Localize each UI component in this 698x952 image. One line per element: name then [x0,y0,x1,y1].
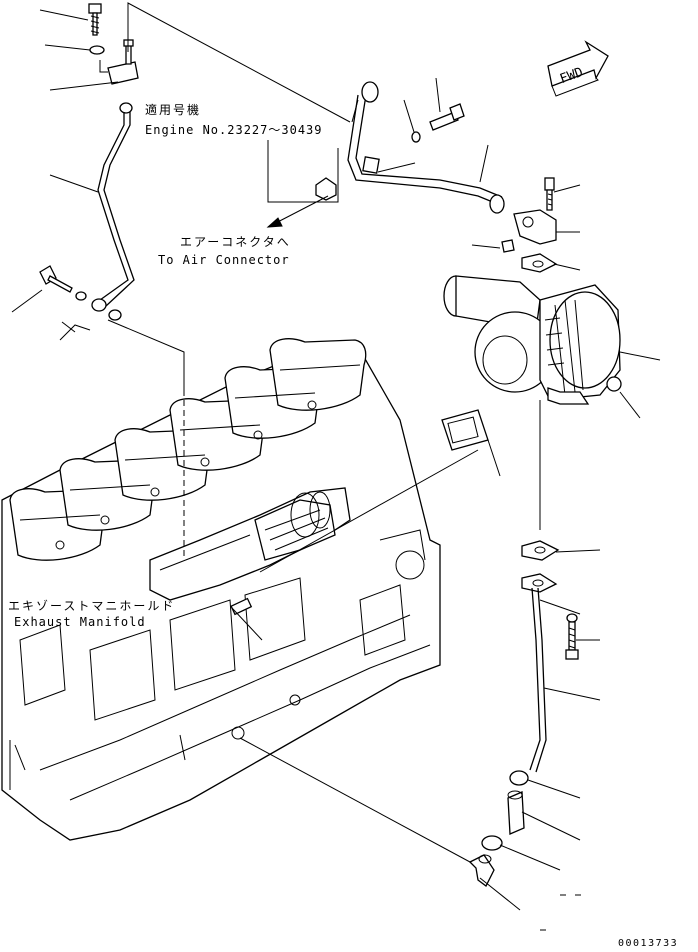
applicability-callout: 適用号機 Engine No.23227～30439 [145,102,339,228]
leader-lines-turbo [539,351,661,530]
oil-inlet-pipe-left [39,112,135,321]
oil-return-pipe [468,540,579,887]
leader-lines-bottom-right [239,549,601,931]
top-left-bolt [88,3,139,114]
exhaust-manifold-en: Exhaust Manifold [14,615,146,629]
engine-block [1,338,441,841]
pipe-guide-line [107,319,185,390]
air-hose-assembly [347,81,558,273]
air-connector-callout: エアーコネクタへ To Air Connector [158,235,291,267]
exhaust-gasket [259,409,501,573]
applicability-jp: 適用号機 [145,102,201,117]
drawing-code: 00013733 [618,938,678,949]
turbocharger [443,275,622,405]
exhaust-manifold-jp: エキゾーストマニホールド [8,599,175,613]
fwd-arrow-icon: FWD [547,40,609,97]
leader-lines-top-left [11,2,351,341]
air-connector-en: To Air Connector [158,253,290,267]
air-connector-jp: エアーコネクタへ [180,235,291,249]
exhaust-manifold-callout: エキゾーストマニホールド Exhaust Manifold [8,599,263,641]
applicability-serial: Engine No.23227～30439 [145,123,323,137]
leader-lines-top-right [351,77,581,271]
